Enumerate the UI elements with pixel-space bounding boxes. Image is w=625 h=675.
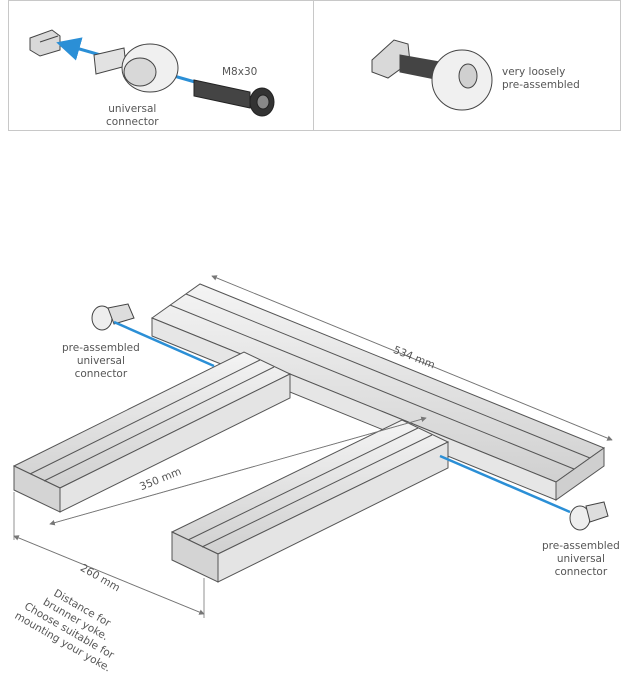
connector-left-label: pre-assembled universal connector xyxy=(62,342,140,381)
connector-right-line2: universal xyxy=(556,553,605,565)
dimension-260 xyxy=(13,492,205,618)
preassembled-note: very loosely pre-assembled xyxy=(502,66,580,92)
assembly-connector-right-icon xyxy=(569,501,609,531)
preassembled-note-line1: very loosely xyxy=(502,66,566,78)
connector-label-line2: connector xyxy=(106,116,159,128)
assembly-arrow-right xyxy=(439,454,571,514)
preassembled-note-line2: pre-assembled xyxy=(502,79,580,91)
dimension-350 xyxy=(49,416,427,526)
connector-right-line1: pre-assembled xyxy=(542,540,620,552)
screw-label: M8x30 xyxy=(222,66,258,78)
connector-left-line3: connector xyxy=(74,368,128,380)
illustration-layer xyxy=(12,29,613,618)
connector-label: universal connector xyxy=(106,103,159,129)
connector-left-line2: universal xyxy=(76,355,125,367)
preassembled-connector-icon xyxy=(371,39,493,111)
connector-label-line1: universal xyxy=(108,103,157,115)
screw-icon xyxy=(193,79,275,117)
profile-front xyxy=(170,419,450,583)
universal-connector-icon xyxy=(93,43,179,93)
dimension-534 xyxy=(211,275,613,441)
connector-right-line3: connector xyxy=(554,566,608,578)
t-nut-icon xyxy=(29,29,61,57)
assembly-arrow-left xyxy=(113,320,215,368)
connector-right-label: pre-assembled universal connector xyxy=(542,540,620,579)
profile-left xyxy=(12,351,292,513)
connector-left-line1: pre-assembled xyxy=(62,342,140,354)
assembly-connector-left-icon xyxy=(91,303,135,331)
